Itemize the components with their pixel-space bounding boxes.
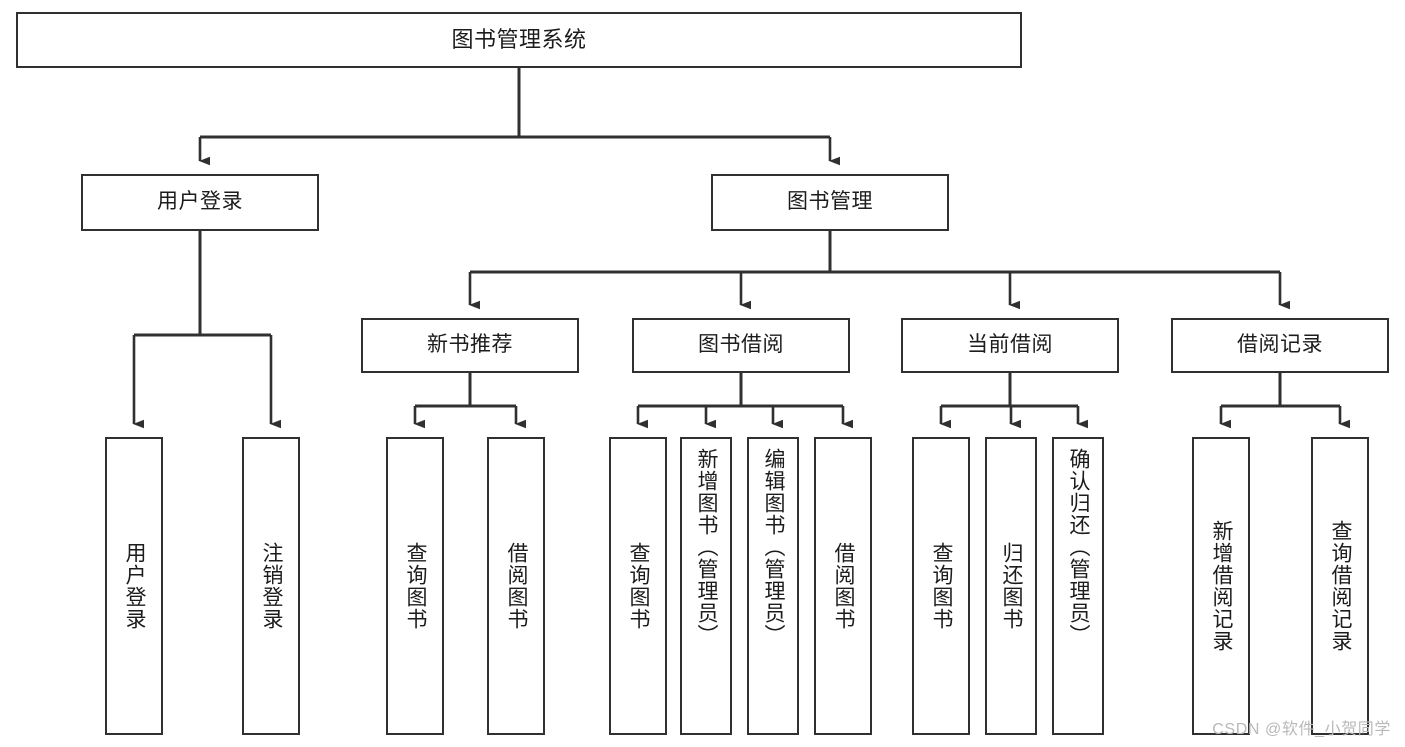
node-label-user-login: 用户登录	[157, 190, 243, 214]
node-label-new-book-recommend: 新书推荐	[427, 333, 513, 357]
node-label-book-borrow: 图书借阅	[698, 333, 784, 357]
node-new-book-recommend[interactable]: 新书推荐	[361, 318, 579, 373]
node-current-borrow[interactable]: 当前借阅	[901, 318, 1119, 373]
node-book-management[interactable]: 图书管理	[711, 174, 949, 231]
node-book-borrow[interactable]: 图书借阅	[632, 318, 850, 373]
node-root[interactable]: 图书管理系统	[16, 12, 1022, 68]
node-leaf-query-book-cb[interactable]: 查询图书	[912, 437, 970, 735]
node-label-book-management: 图书管理	[787, 190, 873, 214]
node-leaf-logout[interactable]: 注销登录	[242, 437, 300, 735]
node-leaf-confirm-return[interactable]: 确认归还（管理员）	[1052, 437, 1104, 735]
node-label-leaf-query-book-cb: 查询图书	[929, 542, 953, 630]
node-leaf-edit-book[interactable]: 编辑图书（管理员）	[747, 437, 799, 735]
node-label-leaf-add-book: 新增图书（管理员）	[694, 448, 718, 646]
node-label-leaf-query-record: 查询借阅记录	[1328, 520, 1352, 652]
node-leaf-borrow-book-nb[interactable]: 借阅图书	[487, 437, 545, 735]
node-label-leaf-logout: 注销登录	[259, 542, 283, 630]
node-label-leaf-confirm-return: 确认归还（管理员）	[1066, 448, 1090, 646]
node-label-leaf-return-book: 归还图书	[999, 542, 1023, 630]
node-user-login[interactable]: 用户登录	[81, 174, 319, 231]
node-label-leaf-borrow-book-bb: 借阅图书	[831, 542, 855, 630]
node-label-leaf-add-record: 新增借阅记录	[1209, 520, 1233, 652]
node-borrow-record[interactable]: 借阅记录	[1171, 318, 1389, 373]
node-label-borrow-record: 借阅记录	[1237, 333, 1323, 357]
node-leaf-query-book-bb[interactable]: 查询图书	[609, 437, 667, 735]
node-label-leaf-query-book-nb: 查询图书	[403, 542, 427, 630]
node-leaf-query-record[interactable]: 查询借阅记录	[1311, 437, 1369, 735]
node-leaf-return-book[interactable]: 归还图书	[985, 437, 1037, 735]
node-label-current-borrow: 当前借阅	[967, 333, 1053, 357]
node-leaf-add-record[interactable]: 新增借阅记录	[1192, 437, 1250, 735]
watermark-label: CSDN @软件_小贺同学	[1212, 721, 1391, 738]
node-leaf-add-book[interactable]: 新增图书（管理员）	[680, 437, 732, 735]
node-label-leaf-borrow-book-nb: 借阅图书	[504, 542, 528, 630]
node-label-leaf-user-login: 用户登录	[122, 542, 146, 630]
node-leaf-query-book-nb[interactable]: 查询图书	[386, 437, 444, 735]
node-leaf-borrow-book-bb[interactable]: 借阅图书	[814, 437, 872, 735]
node-label-leaf-query-book-bb: 查询图书	[626, 542, 650, 630]
node-label-leaf-edit-book: 编辑图书（管理员）	[761, 448, 785, 646]
node-label-root: 图书管理系统	[451, 27, 587, 53]
node-leaf-user-login[interactable]: 用户登录	[105, 437, 163, 735]
